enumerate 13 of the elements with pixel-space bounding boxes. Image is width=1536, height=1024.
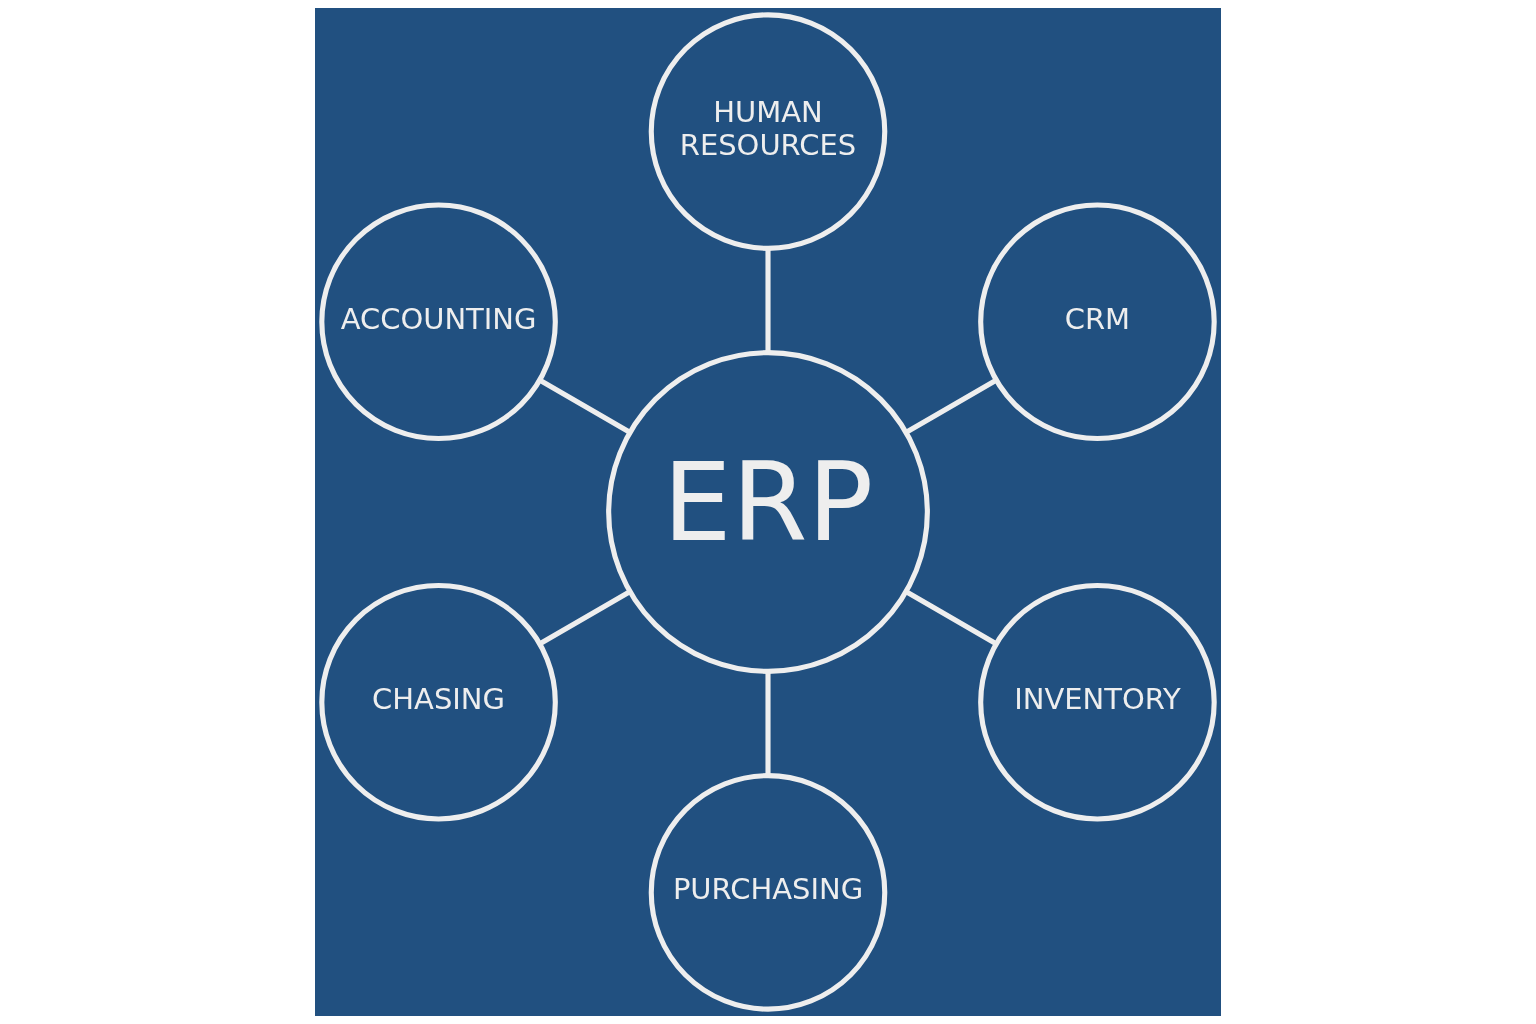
connector xyxy=(905,378,998,435)
connector xyxy=(538,589,631,646)
connector xyxy=(765,671,771,776)
node-circle: HUMAN RESOURCES xyxy=(648,12,888,251)
connector xyxy=(765,248,771,353)
node-circle: CRM xyxy=(978,202,1217,442)
node-circle: ERP xyxy=(606,350,930,674)
node-circle: INVENTORY xyxy=(978,582,1217,822)
connector xyxy=(538,378,631,435)
connector xyxy=(905,589,998,646)
node-circle: ACCOUNTING xyxy=(319,202,558,442)
node-circle: PURCHASING xyxy=(648,773,888,1012)
node-circle: CHASING xyxy=(319,582,558,822)
